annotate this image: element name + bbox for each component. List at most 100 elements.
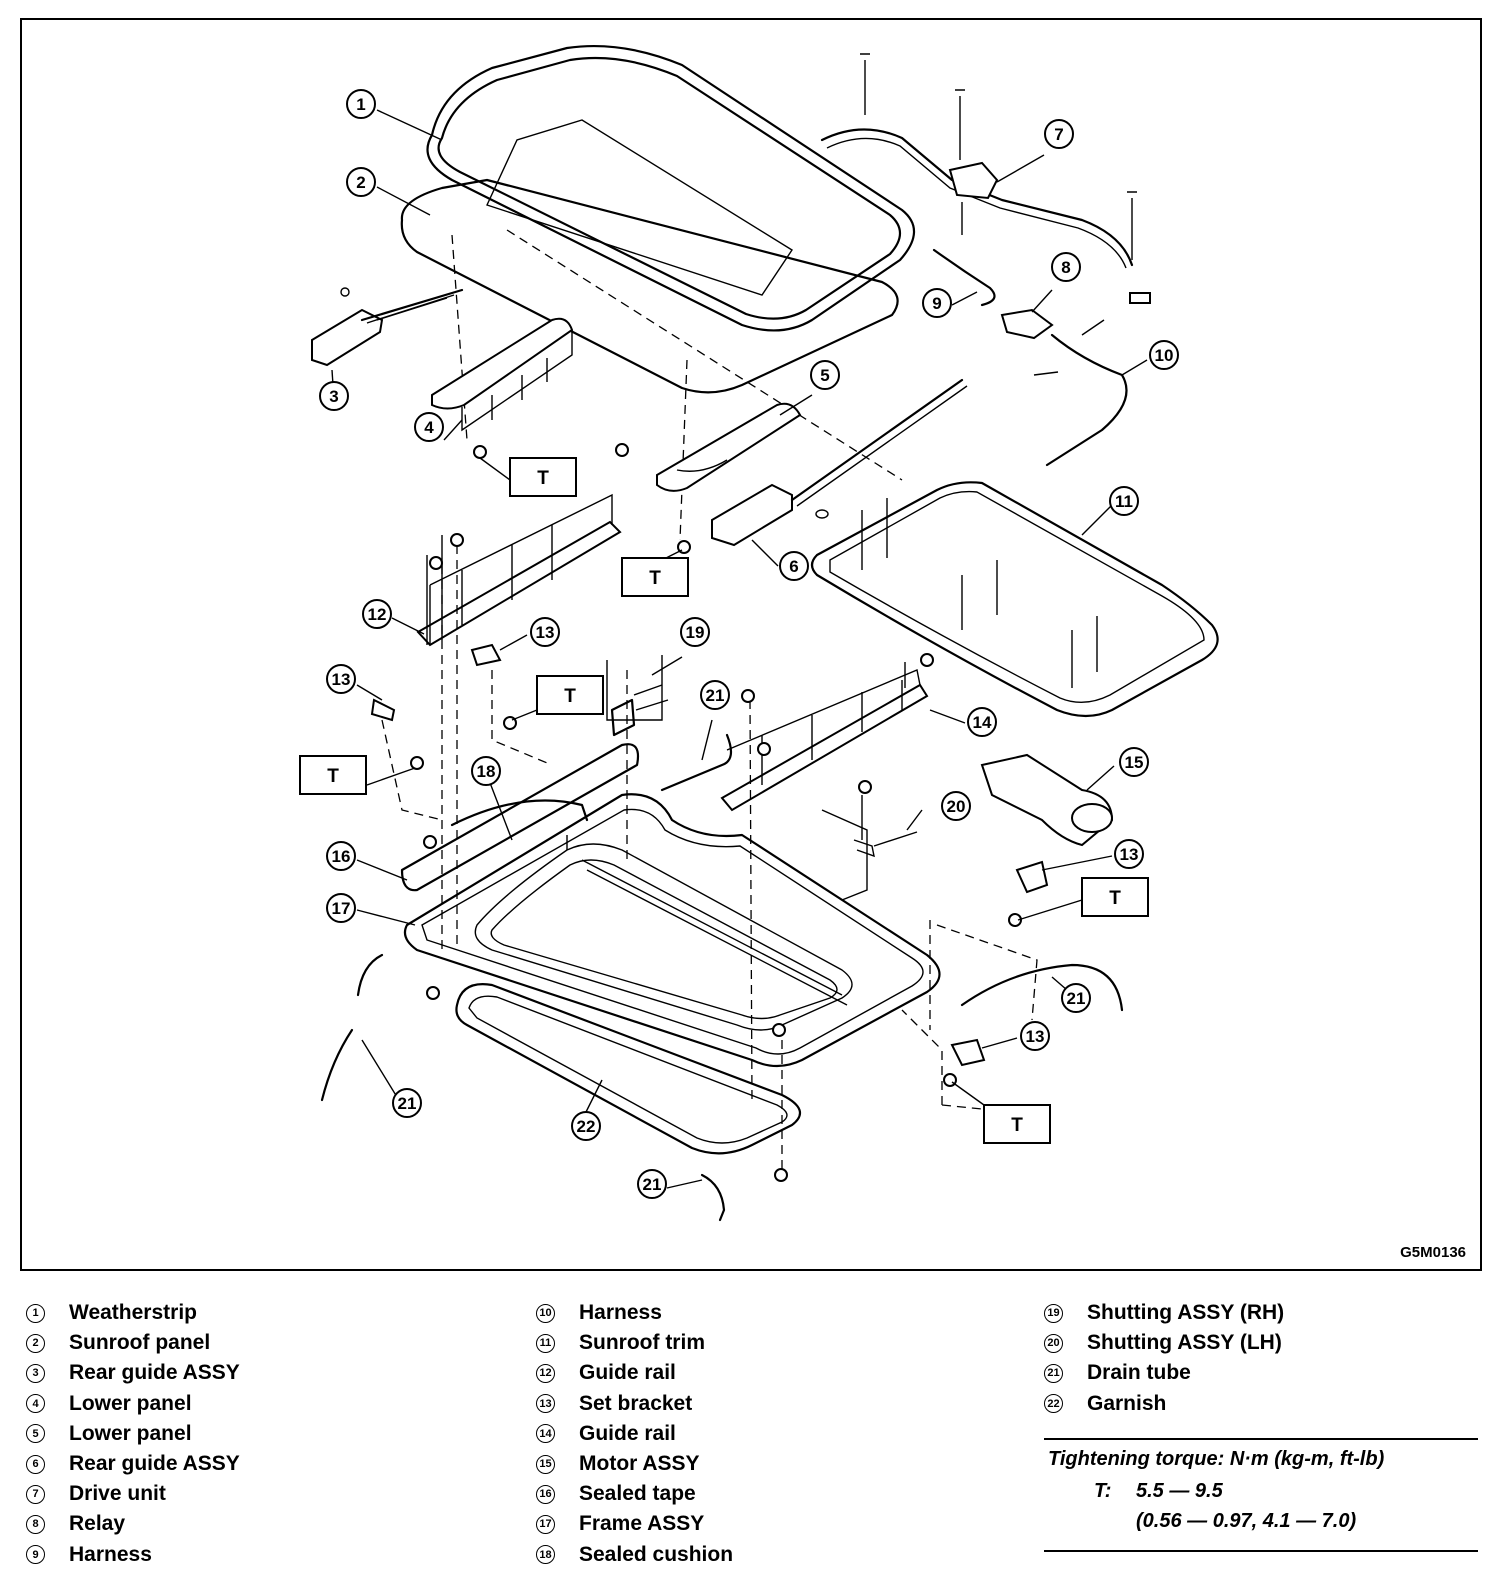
- legend-label: Frame ASSY: [579, 1512, 705, 1536]
- torque-title: Tightening torque: N·m (kg-m, ft-lb): [1048, 1448, 1385, 1470]
- legend-item: 17 Frame ASSY: [536, 1509, 733, 1539]
- callout-21c: 21: [392, 1088, 422, 1118]
- callout-8: 8: [1051, 252, 1081, 282]
- legend-item: 6 Rear guide ASSY: [26, 1449, 240, 1479]
- legend-label: Sealed tape: [579, 1482, 696, 1506]
- callout-leaders: [331, 109, 1148, 1189]
- svg-text:5: 5: [820, 366, 829, 385]
- callout-13d: 13: [1020, 1021, 1050, 1051]
- fastener-parts: [410, 443, 1022, 1182]
- svg-text:T: T: [1109, 888, 1121, 909]
- svg-text:T: T: [327, 766, 339, 787]
- svg-text:1: 1: [356, 95, 365, 114]
- callout-11: 11: [1109, 486, 1139, 516]
- svg-text:2: 2: [356, 173, 365, 192]
- torque-box-1: T: [479, 457, 577, 497]
- legend-label: Garnish: [1087, 1391, 1167, 1415]
- callout-4: 4: [414, 412, 444, 442]
- torque-box-6: T: [951, 1081, 1051, 1144]
- callout-21b: 21: [1061, 983, 1091, 1013]
- legend-label: Rear guide ASSY: [69, 1452, 240, 1476]
- frame-assy-part: [403, 793, 941, 1068]
- set-bracket-parts: [370, 643, 1049, 1067]
- callout-13c: 13: [1114, 839, 1144, 869]
- torque-label: T:: [1094, 1480, 1112, 1502]
- legend-label: Shutting ASSY (RH): [1087, 1301, 1285, 1325]
- svg-text:12: 12: [368, 605, 387, 624]
- svg-text:T: T: [564, 686, 576, 707]
- callout-20: 20: [941, 791, 971, 821]
- legend-number: 7: [26, 1484, 45, 1504]
- diagram-frame: 1 2 3 4 5 6 7 8 9 10 11 12 13 19 13 21 1…: [20, 18, 1482, 1271]
- callout-5: 5: [810, 360, 840, 390]
- callout-13b: 13: [326, 664, 356, 694]
- callout-19: 19: [680, 617, 710, 647]
- legend-number: 6: [26, 1454, 45, 1474]
- lower-panel-left-part: [431, 317, 574, 432]
- svg-text:21: 21: [1067, 989, 1086, 1008]
- exploded-diagram: 1 2 3 4 5 6 7 8 9 10 11 12 13 19 13 21 1…: [299, 44, 1219, 1222]
- svg-text:17: 17: [332, 899, 351, 918]
- legend-number: 17: [536, 1514, 555, 1534]
- svg-text:9: 9: [932, 294, 941, 313]
- callout-21a: 21: [700, 680, 730, 710]
- legend-label: Harness: [579, 1301, 662, 1325]
- callout-3: 3: [319, 381, 349, 411]
- legend-item: 19 Shutting ASSY (RH): [1044, 1298, 1284, 1328]
- svg-text:13: 13: [1120, 845, 1139, 864]
- svg-text:18: 18: [477, 762, 496, 781]
- svg-text:13: 13: [536, 623, 555, 642]
- legend-label: Rear guide ASSY: [69, 1361, 240, 1385]
- svg-text:21: 21: [706, 686, 725, 705]
- sealed-tape-cushion-part: [400, 743, 640, 892]
- callout-7: 7: [1044, 119, 1074, 149]
- motor-assy-part: [980, 753, 1114, 847]
- svg-text:3: 3: [329, 387, 338, 406]
- legend-label: Sealed cushion: [579, 1542, 734, 1566]
- torque-box-5: T: [1017, 877, 1149, 921]
- svg-text:T: T: [649, 568, 661, 589]
- svg-text:20: 20: [947, 797, 966, 816]
- callout-22: 22: [571, 1111, 601, 1141]
- callout-12: 12: [362, 599, 392, 629]
- legend-label: Lower panel: [69, 1421, 192, 1445]
- sunroof-panel-part: [400, 119, 899, 394]
- callout-9: 9: [922, 288, 952, 318]
- legend-label: Drain tube: [1087, 1361, 1191, 1385]
- garnish-part: [455, 983, 802, 1155]
- svg-text:6: 6: [789, 557, 798, 576]
- svg-text:13: 13: [332, 670, 351, 689]
- rear-guide-left-part: [311, 287, 464, 367]
- legend-label: Harness: [69, 1542, 152, 1566]
- legend-number: 18: [536, 1545, 555, 1565]
- torque-spec: Tightening torque: N·m (kg-m, ft-lb) T: …: [1044, 1438, 1478, 1552]
- legend-number: 9: [26, 1545, 45, 1565]
- legend-label: Sunroof panel: [69, 1331, 211, 1355]
- legend-label: Shutting ASSY (LH): [1087, 1331, 1282, 1355]
- legend-item: 18 Sealed cushion: [536, 1540, 733, 1570]
- legend-label: Sunroof trim: [579, 1331, 705, 1355]
- torque-alt-units: (0.56 — 0.97, 4.1 — 7.0): [1136, 1510, 1357, 1532]
- rear-guide-right-part: [711, 378, 968, 547]
- legend-number: 8: [26, 1514, 45, 1534]
- svg-text:22: 22: [577, 1117, 596, 1136]
- legend-label: Guide rail: [579, 1361, 676, 1385]
- legend-item: 8 Relay: [26, 1509, 240, 1539]
- legend-label: Relay: [69, 1512, 126, 1536]
- callout-17: 17: [326, 893, 356, 923]
- legend-item: 9 Harness: [26, 1540, 240, 1570]
- legend-item: 22 Garnish: [1044, 1389, 1284, 1419]
- drain-tube-parts: [320, 733, 1124, 1222]
- callout-13a: 13: [530, 617, 560, 647]
- legend-number: 1: [26, 1303, 45, 1323]
- legend-label: Lower panel: [69, 1391, 192, 1415]
- legend-number: 22: [1044, 1394, 1063, 1414]
- legend-number: 19: [1044, 1303, 1063, 1323]
- legend-label: Guide rail: [579, 1421, 676, 1445]
